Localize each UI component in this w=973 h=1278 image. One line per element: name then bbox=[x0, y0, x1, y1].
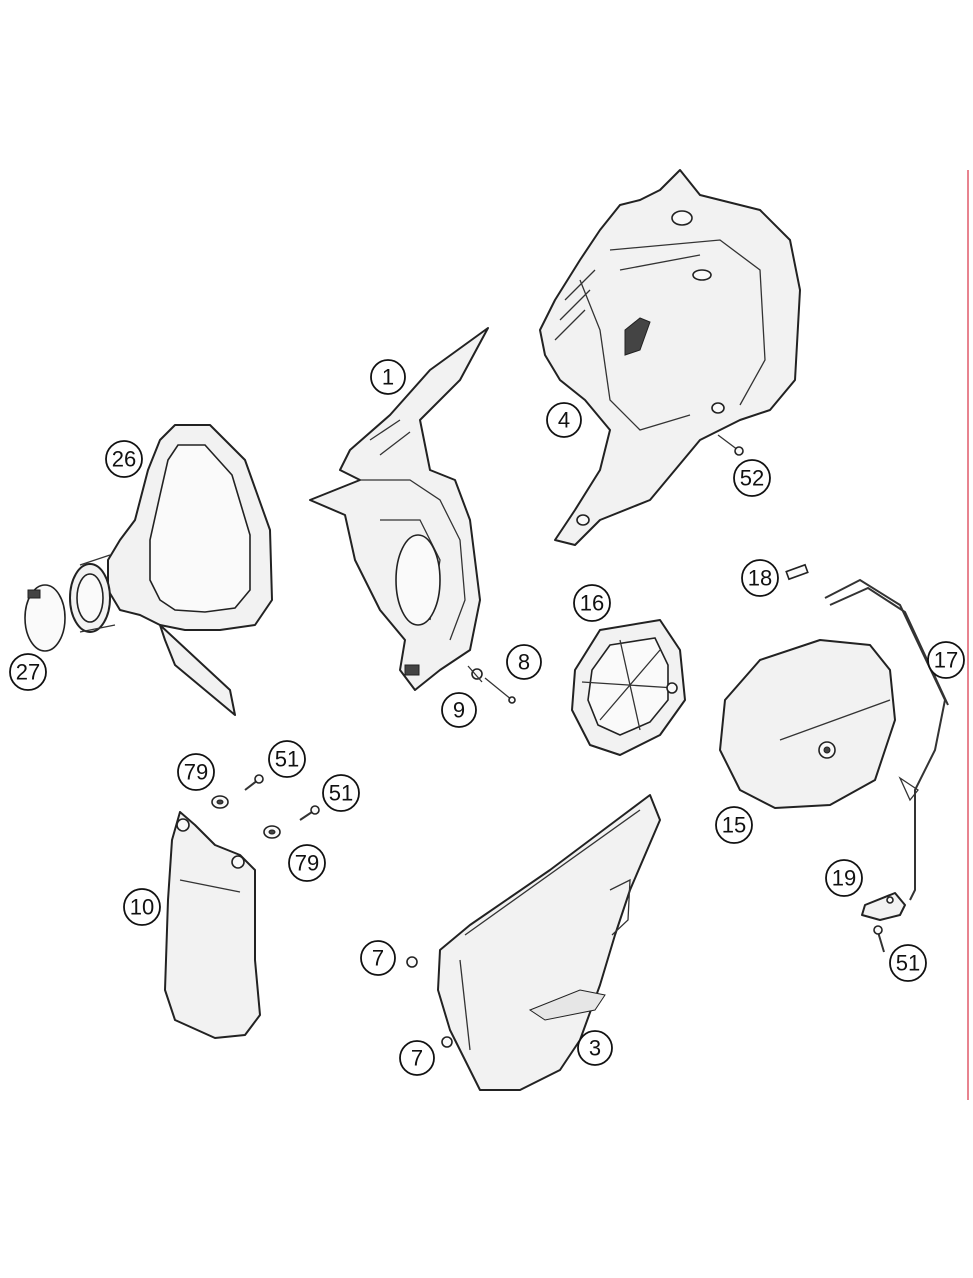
callout-19: 19 bbox=[825, 859, 863, 897]
callout-label: 51 bbox=[329, 781, 353, 806]
callout-label: 4 bbox=[558, 408, 570, 433]
part-screw-7a bbox=[406, 956, 418, 968]
part-screw-7b bbox=[441, 1036, 453, 1048]
part-air-filter bbox=[719, 639, 896, 809]
callout-7b: 7 bbox=[399, 1040, 435, 1076]
callout-8: 8 bbox=[506, 644, 542, 680]
callout-9: 9 bbox=[441, 692, 477, 728]
callout-51b: 51 bbox=[322, 774, 360, 812]
callout-26: 26 bbox=[105, 440, 143, 478]
callout-label: 27 bbox=[16, 660, 40, 685]
callout-label: 51 bbox=[896, 951, 920, 976]
part-washer-79b bbox=[263, 825, 281, 839]
part-airbox-housing bbox=[539, 169, 801, 546]
callout-label: 51 bbox=[275, 747, 299, 772]
callout-label: 10 bbox=[130, 895, 154, 920]
callout-51a: 51 bbox=[268, 740, 306, 778]
callout-1: 1 bbox=[370, 359, 406, 395]
callout-label: 9 bbox=[453, 698, 465, 723]
callout-16: 16 bbox=[573, 584, 611, 622]
callout-label: 18 bbox=[748, 566, 772, 591]
callout-label: 3 bbox=[589, 1036, 601, 1061]
part-screw-52 bbox=[717, 434, 744, 456]
callouts: 1 4 52 26 27 16 8 9 18 17 15 79 51 51 79… bbox=[9, 359, 965, 1076]
callout-18: 18 bbox=[741, 559, 779, 597]
part-washer-79a bbox=[211, 795, 229, 809]
callout-10: 10 bbox=[123, 888, 161, 926]
callout-label: 8 bbox=[518, 650, 530, 675]
callout-79b: 79 bbox=[288, 844, 326, 882]
part-pin-18 bbox=[785, 563, 809, 581]
callout-label: 1 bbox=[382, 365, 394, 390]
part-screw-51a bbox=[244, 774, 264, 791]
callout-label: 79 bbox=[295, 851, 319, 876]
part-hose-clamp bbox=[24, 584, 66, 652]
callout-15: 15 bbox=[715, 806, 753, 844]
callout-51c: 51 bbox=[889, 944, 927, 982]
callout-17: 17 bbox=[927, 641, 965, 679]
callout-27: 27 bbox=[9, 653, 47, 691]
part-bracket-19 bbox=[861, 892, 906, 921]
callout-label: 15 bbox=[722, 813, 746, 838]
callout-label: 17 bbox=[934, 648, 958, 673]
part-intake-boot bbox=[69, 424, 273, 716]
callout-label: 7 bbox=[411, 1046, 423, 1071]
callout-label: 16 bbox=[580, 591, 604, 616]
callout-label: 52 bbox=[740, 466, 764, 491]
part-filter-rod bbox=[824, 578, 949, 901]
part-side-panel bbox=[437, 794, 661, 1091]
part-filter-cage bbox=[571, 619, 686, 756]
part-screw-8 bbox=[484, 677, 516, 704]
callout-79a: 79 bbox=[177, 753, 215, 791]
callout-4: 4 bbox=[546, 402, 582, 438]
callout-label: 19 bbox=[832, 866, 856, 891]
part-screw-51c bbox=[873, 925, 885, 953]
callout-label: 26 bbox=[112, 447, 136, 472]
part-clip-9 bbox=[467, 665, 483, 683]
callout-52: 52 bbox=[733, 459, 771, 497]
callout-3: 3 bbox=[577, 1030, 613, 1066]
part-screw-51b bbox=[299, 805, 320, 821]
callout-label: 79 bbox=[184, 760, 208, 785]
callout-7a: 7 bbox=[360, 940, 396, 976]
part-airbox-frame bbox=[309, 327, 489, 691]
callout-label: 7 bbox=[372, 946, 384, 971]
part-side-guard bbox=[164, 811, 261, 1039]
